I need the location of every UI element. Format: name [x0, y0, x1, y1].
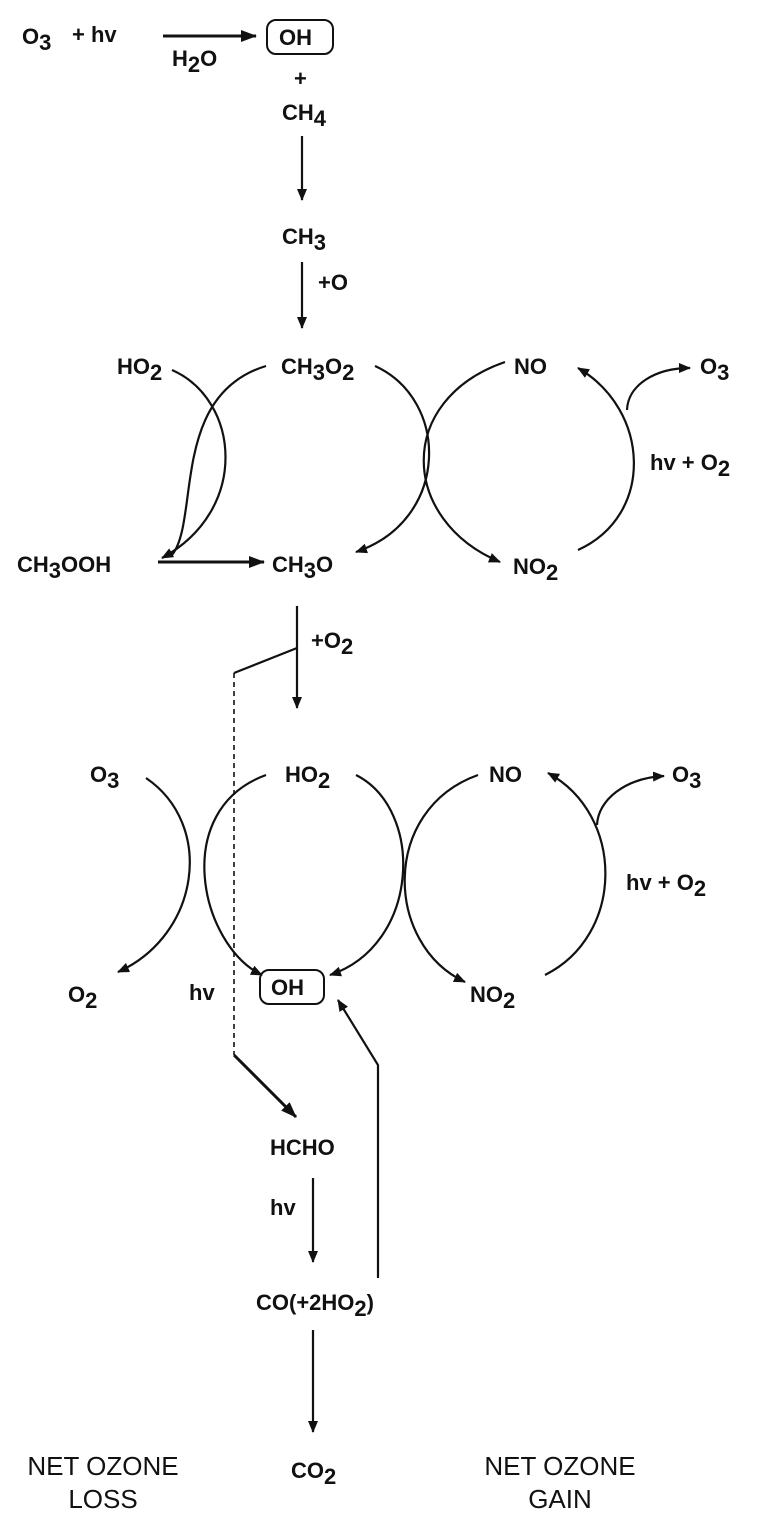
net-ozone-loss-line2: LOSS [68, 1484, 137, 1514]
o3-lower-left-label: O3 [90, 762, 119, 793]
net-ozone-gain-line1: NET OZONE [484, 1451, 635, 1481]
arc-ho2-to-oh-left [203, 773, 267, 976]
ch3o2-label: CH3O2 [281, 354, 354, 385]
o3-lower-right-label: O3 [672, 762, 701, 793]
arc-no2-to-no-upper [577, 367, 635, 552]
hv-left-label: hv [189, 980, 215, 1005]
arc-ho2-to-oh-right [329, 774, 405, 977]
net-ozone-loss-line1: NET OZONE [27, 1451, 178, 1481]
plus-o2-label: +O2 [311, 628, 353, 659]
arc-ch3o2-to-ch3o [355, 364, 430, 554]
net-ozone-gain-line2: GAIN [528, 1484, 592, 1514]
branch-to-hcho [233, 646, 298, 675]
hv-o2-upper-label: hv + O2 [650, 450, 730, 481]
arc-ch3o2-into-ch3ooh [171, 364, 267, 556]
arrow-into-hcho [232, 1053, 298, 1119]
co2-label: CO2 [291, 1458, 336, 1489]
co-label: CO(+2HO2) [256, 1290, 374, 1321]
o2-lower-left-label: O2 [68, 982, 97, 1013]
plus-hv-top-label: + hv [72, 22, 117, 47]
ch3ooh-label: CH3OOH [17, 552, 111, 583]
h2o-top-label: H2O [172, 46, 217, 77]
ch3o-label: CH3O [272, 552, 333, 583]
ch4-label: CH4 [282, 100, 327, 131]
no-lower-label: NO [489, 762, 522, 787]
no2-lower-label: NO2 [470, 982, 515, 1013]
plus-ch4-label: + [294, 66, 307, 91]
arc-no-to-no2-lower [403, 773, 479, 983]
no-upper-label: NO [514, 354, 547, 379]
plus-o-label: +O [318, 270, 348, 295]
ch3-label: CH3 [282, 224, 326, 255]
hcho-label: HCHO [270, 1135, 335, 1160]
hv-hcho-label: hv [270, 1195, 296, 1220]
oh-lower-box [259, 969, 325, 1005]
ho2-upper-label: HO2 [117, 354, 162, 385]
oh-lower-label: OH [271, 975, 304, 1000]
o3-top-label: O3 [22, 24, 51, 55]
oh-top-label: OH [279, 25, 312, 50]
o3-upper-right-label: O3 [700, 354, 729, 385]
arc-no2-to-no-lower [544, 772, 607, 976]
arc-no-to-no2-upper [422, 360, 506, 564]
no2-upper-label: NO2 [513, 554, 558, 585]
arc-ho2-to-ch3ooh [161, 368, 227, 559]
arrow-co-ho2-to-oh [337, 999, 380, 1278]
arc-to-o3-upper [625, 363, 691, 411]
oh-top-box [266, 19, 334, 55]
hv-o2-lower-label: hv + O2 [626, 870, 706, 901]
arc-to-o3-lower [595, 771, 665, 826]
arc-o3-to-o2 [117, 777, 191, 974]
ho2-lower-label: HO2 [285, 762, 330, 793]
